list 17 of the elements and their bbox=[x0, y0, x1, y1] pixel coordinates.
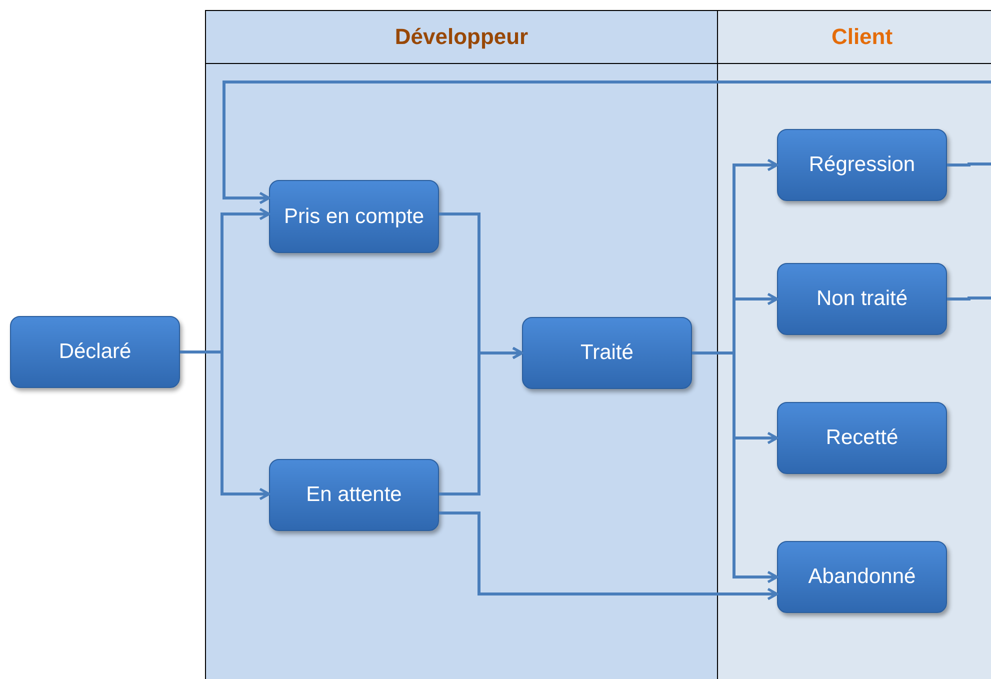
lane-header: Développeur bbox=[394, 24, 528, 50]
state-box: Abandonné bbox=[777, 541, 947, 613]
state-box: Traité bbox=[522, 317, 692, 389]
arrow bbox=[439, 512, 778, 600]
state-box: Pris en compte bbox=[269, 180, 439, 253]
state-box: Recetté bbox=[777, 402, 947, 474]
swimlane bbox=[205, 10, 718, 679]
connector-line bbox=[947, 296, 991, 300]
arrow bbox=[222, 80, 991, 204]
state-box: Déclaré bbox=[10, 316, 180, 388]
lane-header: Client bbox=[831, 24, 893, 50]
swimlane bbox=[717, 10, 991, 679]
state-box: Non traité bbox=[777, 263, 947, 335]
state-box: Régression bbox=[777, 129, 947, 201]
state-box: En attente bbox=[269, 459, 439, 531]
connector-line bbox=[947, 162, 991, 166]
arrow bbox=[439, 346, 524, 496]
